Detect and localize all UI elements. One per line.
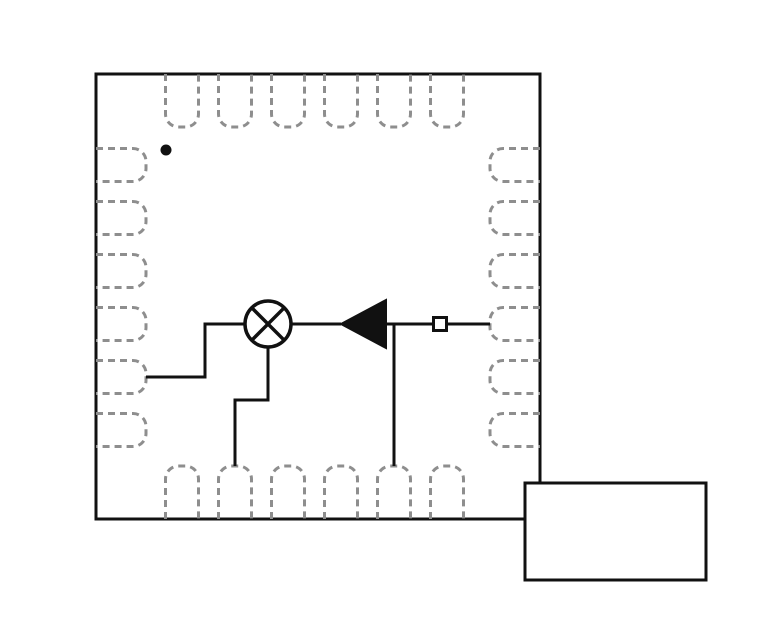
pad-right-2 xyxy=(488,200,540,236)
pad-top-2 xyxy=(217,74,253,129)
internal-traces xyxy=(146,322,490,466)
pad-right-3 xyxy=(488,253,540,289)
amplifier-icon xyxy=(338,298,387,350)
pad-bottom-4 xyxy=(323,464,359,519)
pad-bottom-1 xyxy=(164,464,200,519)
pad-top-5 xyxy=(376,74,412,129)
pad-left-4 xyxy=(96,306,148,342)
pad-top-3 xyxy=(270,74,306,129)
pin1-indicator-dot xyxy=(160,144,172,156)
pad-right-1 xyxy=(488,147,540,183)
trace-leftpad5-to-mixer xyxy=(146,322,245,379)
pad-left-1 xyxy=(96,147,148,183)
pad-bottom-6 xyxy=(429,464,465,519)
trace-mixer-to-bottompad2 xyxy=(233,347,270,466)
chip-body-outline xyxy=(94,72,542,521)
pad-right-6 xyxy=(488,412,540,448)
pads-left xyxy=(96,147,148,448)
pad-right-5 xyxy=(488,359,540,395)
pad-left-6 xyxy=(96,412,148,448)
port-marker-square-icon xyxy=(432,316,448,332)
pads-top xyxy=(164,74,465,129)
pads-right xyxy=(488,147,540,448)
mixer-x-stroke-2 xyxy=(250,306,286,342)
pad-top-4 xyxy=(323,74,359,129)
mixer-icon xyxy=(243,299,293,349)
pad-top-1 xyxy=(164,74,200,129)
pad-left-2 xyxy=(96,200,148,236)
pad-top-6 xyxy=(429,74,465,129)
pad-left-3 xyxy=(96,253,148,289)
pad-bottom-3 xyxy=(270,464,306,519)
external-block xyxy=(523,481,708,582)
